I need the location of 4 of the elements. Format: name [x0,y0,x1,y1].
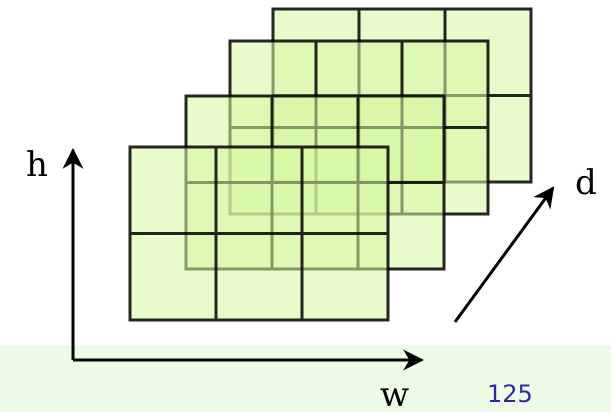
axis-label: w [380,378,410,412]
axis-label: h [26,148,48,182]
page-number: 125 [487,382,533,406]
axis-label: d [575,166,597,200]
